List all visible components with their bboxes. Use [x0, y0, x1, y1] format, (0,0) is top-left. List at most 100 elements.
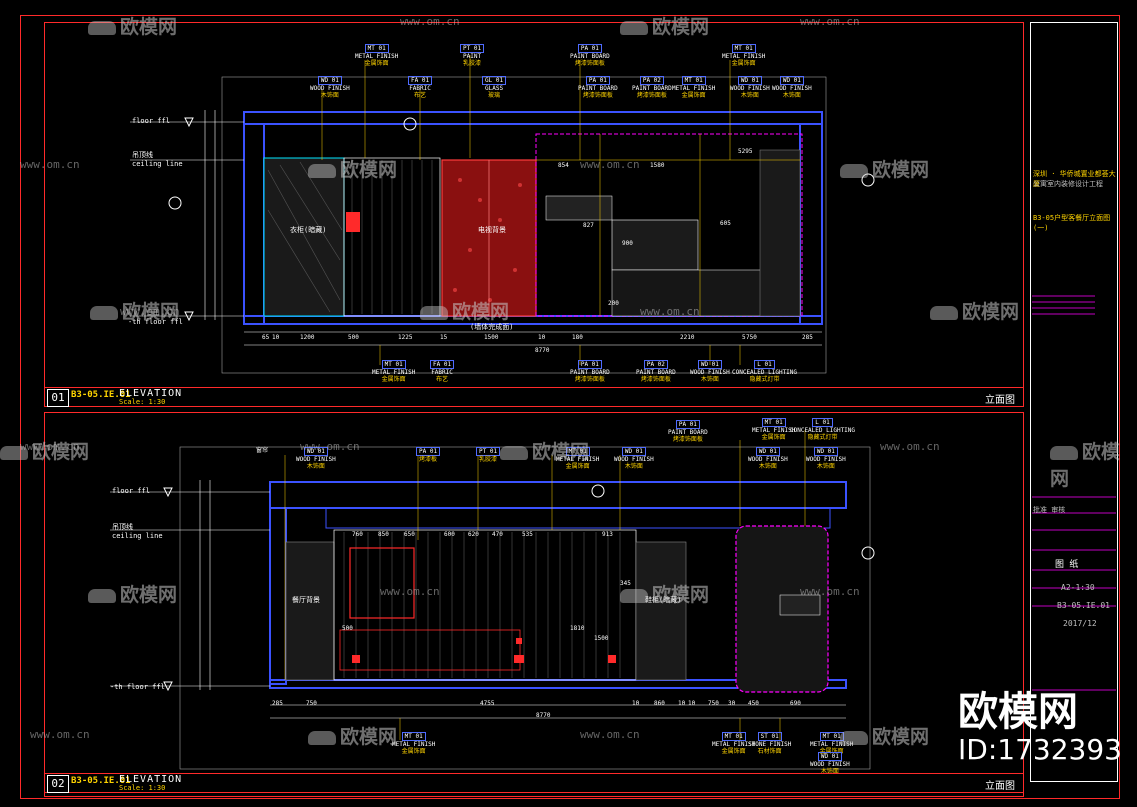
- tag-material: WOOD FINISH: [748, 456, 788, 463]
- tag-code: WD 01: [755, 447, 780, 456]
- tag-material: METAL FINISH: [712, 741, 756, 748]
- tag-material: METAL FINISH: [722, 53, 766, 60]
- tag-material: WOOD FINISH: [690, 369, 730, 376]
- tag-material-cn: 木饰面: [758, 463, 777, 470]
- sheet-title: B3-05户型客餐厅立面图(一): [1033, 214, 1111, 232]
- tag-material: GLASS: [485, 85, 504, 92]
- brand-name: 欧模网: [958, 689, 1078, 735]
- elevation-scale: Scale: 1:30: [119, 784, 166, 792]
- tag-code: PT 01: [476, 447, 501, 456]
- tag-code: L 01: [754, 360, 775, 369]
- dimension-value: 285: [802, 334, 813, 341]
- project-line2: 公寓室内装修设计工程: [1033, 180, 1103, 188]
- dimension-value: 535: [522, 531, 533, 538]
- tag-material-cn: 烤漆饰面板: [640, 376, 671, 383]
- dimension-value: 30: [728, 700, 736, 707]
- note-shoe-cabinet: 鞋柜(暗藏): [645, 596, 682, 604]
- level-floor-fin-02: -th floor ffl: [110, 683, 165, 691]
- elevation-right-label: 立面图: [985, 781, 1015, 792]
- dimension-value: 500: [342, 625, 353, 632]
- approval-label: 批准 审核: [1033, 506, 1066, 514]
- tag-code: WD 01: [303, 447, 328, 456]
- tag-code: MT 01: [731, 44, 756, 53]
- tag-code: WD 01: [737, 76, 762, 85]
- tag-material-cn: 乳胶漆: [479, 456, 498, 463]
- tag-material: METAL FINISH: [672, 85, 716, 92]
- dimension-value: 1580: [650, 162, 665, 169]
- tag-material-cn: 乳胶漆: [463, 60, 482, 67]
- sheet-scale: A2-1:30: [1061, 583, 1095, 592]
- tag-code: MT 01: [381, 360, 406, 369]
- tag-material-cn: 金属饰面: [401, 748, 426, 755]
- level-ceiling-cn-01: 吊顶线: [132, 151, 153, 159]
- tag-material-cn: 木饰面: [700, 376, 719, 383]
- tag-code: WD 01: [621, 447, 646, 456]
- tag-code: WD 01: [697, 360, 722, 369]
- elevation-scale: Scale: 1:30: [119, 398, 166, 406]
- tag-material: 窗帘: [256, 447, 269, 454]
- tag-material-cn: 烤漆饰面板: [672, 436, 703, 443]
- dimension-value: 285: [272, 700, 283, 707]
- note-dining-background: 餐厅背景: [292, 596, 320, 604]
- tag-material: WOOD FINISH: [806, 456, 846, 463]
- elevation-code: B3-05.IE.01: [71, 390, 131, 400]
- dimension-value: 750: [306, 700, 317, 707]
- dimension-value: 10: [538, 334, 546, 341]
- tag-material: WOOD FINISH: [310, 85, 350, 92]
- dimension-value: 1500: [484, 334, 499, 341]
- note-tv-background: 电视背景: [478, 226, 506, 234]
- elevation-right-label: 立面图: [985, 395, 1015, 406]
- level-floor-02: floor ffl: [112, 487, 150, 495]
- dimension-value: 5: [742, 334, 746, 341]
- tag-material-cn: 玻璃: [488, 92, 501, 99]
- dimension-value: 854: [558, 162, 569, 169]
- dimension-value: 65: [262, 334, 270, 341]
- dimension-value: 913: [602, 531, 613, 538]
- tag-material-cn: 木饰面: [320, 92, 339, 99]
- tag-code: MT 01: [721, 732, 746, 741]
- level-floor-01: floor ffl: [132, 117, 170, 125]
- tag-material: WOOD FINISH: [296, 456, 336, 463]
- tag-code: PA 01: [675, 420, 700, 429]
- tag-code: PA 01: [577, 44, 602, 53]
- dimension-value: 760: [352, 531, 363, 538]
- tag-code: MT 01: [401, 732, 426, 741]
- tag-code: PT 01: [460, 44, 485, 53]
- tag-code: GL 01: [482, 76, 507, 85]
- tag-material: PAINT BOARD: [578, 85, 618, 92]
- dimension-value: 650: [404, 531, 415, 538]
- tag-material-cn: 金属饰面: [681, 92, 706, 99]
- dimension-value: 345: [620, 580, 631, 587]
- tag-material: STONE FINISH: [748, 741, 792, 748]
- tag-material-cn: 烤漆饰面板: [574, 60, 605, 67]
- tag-code: PA 01: [416, 447, 441, 456]
- tag-code: MT 01: [364, 44, 389, 53]
- tag-material: FABRIC: [409, 85, 431, 92]
- tag-code: WD 01: [779, 76, 804, 85]
- dimension-value: 600: [444, 531, 455, 538]
- tag-material-cn: 烤漆饰面板: [582, 92, 613, 99]
- elevation-02-titlebar: 02 B3-05.IE.01 ELEVATION Scale: 1:30 立面图: [44, 773, 1024, 793]
- tag-material: PAINT BOARD: [668, 429, 708, 436]
- dimension-value: 10: [272, 334, 280, 341]
- tag-material-cn: 隐藏式灯带: [749, 376, 780, 383]
- tag-material-cn: 布艺: [436, 376, 449, 383]
- tag-material: METAL FINISH: [372, 369, 416, 376]
- tag-material: CONCEALED LIGHTING: [790, 427, 856, 434]
